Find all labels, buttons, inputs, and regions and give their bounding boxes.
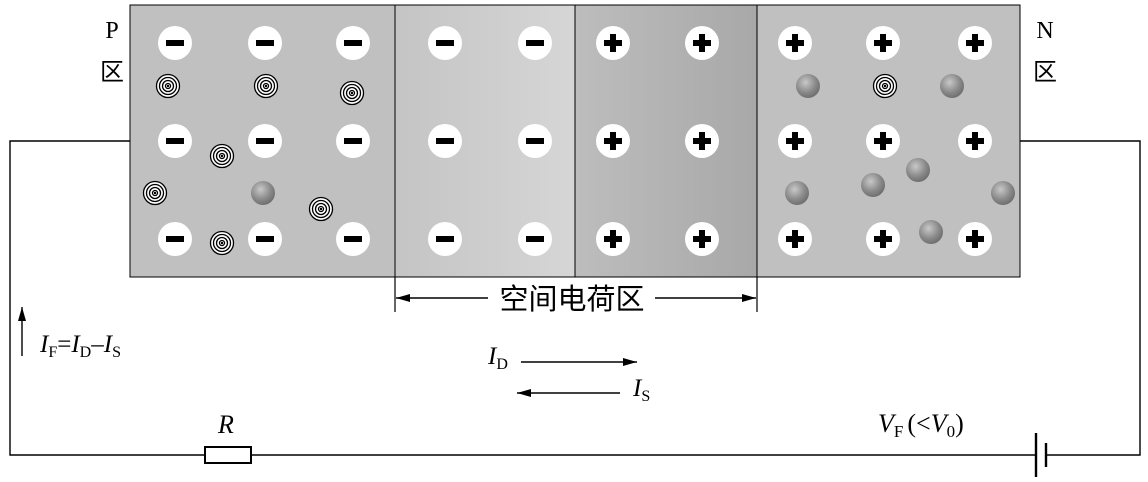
negative-ion bbox=[158, 124, 192, 158]
positive-ion bbox=[866, 124, 900, 158]
hole bbox=[940, 74, 964, 98]
circuit-wire-right bbox=[1020, 140, 1141, 456]
electron bbox=[308, 196, 334, 222]
positive-ion bbox=[958, 124, 992, 158]
holes bbox=[251, 74, 1015, 244]
positive-ion bbox=[778, 124, 812, 158]
drift-current-label: IS bbox=[632, 375, 650, 405]
negative-ion bbox=[158, 222, 192, 256]
hole bbox=[796, 74, 820, 98]
negative-ion bbox=[518, 124, 552, 158]
electron bbox=[209, 230, 235, 256]
positive-ion bbox=[596, 26, 630, 60]
hole bbox=[785, 181, 809, 205]
positive-ion bbox=[685, 222, 719, 256]
n-region-label: N bbox=[1036, 18, 1053, 44]
positive-ions bbox=[596, 26, 992, 256]
hole bbox=[861, 173, 885, 197]
hole bbox=[991, 181, 1015, 205]
electrons bbox=[142, 73, 898, 256]
electron bbox=[253, 73, 279, 99]
positive-ion bbox=[778, 222, 812, 256]
hole bbox=[906, 158, 930, 182]
negative-ion bbox=[518, 26, 552, 60]
positive-ion bbox=[596, 222, 630, 256]
resistor-label: R bbox=[217, 410, 234, 439]
negative-ion bbox=[158, 26, 192, 60]
negative-ion bbox=[518, 222, 552, 256]
positive-ion bbox=[685, 124, 719, 158]
diffusion-current-label: ID bbox=[487, 343, 508, 373]
electron bbox=[142, 180, 168, 206]
electron bbox=[209, 143, 235, 169]
positive-ion bbox=[866, 222, 900, 256]
source-voltage-label: VF(<V0) bbox=[878, 409, 964, 441]
negative-ion bbox=[428, 222, 462, 256]
circuit-wire-left bbox=[9, 140, 205, 456]
negative-ion bbox=[248, 26, 282, 60]
positive-ion bbox=[958, 222, 992, 256]
p-region-label: P bbox=[105, 18, 118, 44]
negative-ion bbox=[248, 222, 282, 256]
positive-ion bbox=[685, 26, 719, 60]
depletion-label: 空间电荷区 bbox=[499, 283, 644, 316]
negative-ions bbox=[158, 26, 552, 256]
positive-ion bbox=[958, 26, 992, 60]
negative-ion bbox=[336, 222, 370, 256]
positive-ion bbox=[596, 124, 630, 158]
positive-ion bbox=[778, 26, 812, 60]
electron bbox=[155, 73, 181, 99]
resistor bbox=[204, 446, 252, 464]
electron bbox=[339, 80, 365, 106]
hole bbox=[251, 181, 275, 205]
electron bbox=[872, 73, 898, 99]
negative-ion bbox=[336, 26, 370, 60]
p-region-label-zone: 区 bbox=[100, 60, 124, 86]
total-current-label: IF=ID–IS bbox=[39, 331, 121, 361]
hole bbox=[919, 220, 943, 244]
negative-ion bbox=[336, 124, 370, 158]
negative-ion bbox=[428, 26, 462, 60]
negative-ion bbox=[248, 124, 282, 158]
n-region-label-zone: 区 bbox=[1033, 60, 1057, 86]
negative-ion bbox=[428, 124, 462, 158]
positive-ion bbox=[866, 26, 900, 60]
